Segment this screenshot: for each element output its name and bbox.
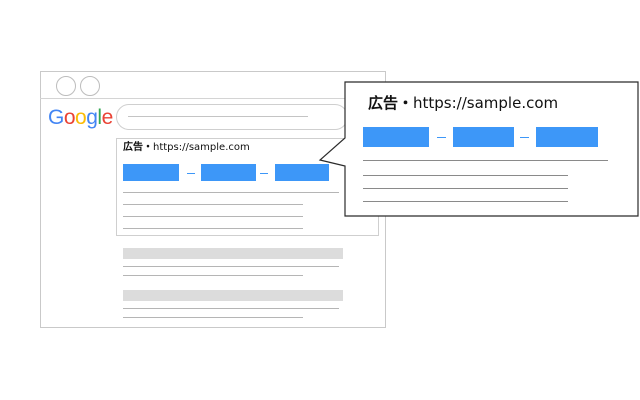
logo-letter: e [101,106,114,129]
zoomed-headline-separator [520,137,529,138]
headline-separator [187,173,195,174]
browser-titlebar-divider [40,98,386,99]
zoomed-headline-block[interactable] [453,127,514,147]
organic-result-line [123,275,303,276]
ad-label: 広告・ [123,142,153,153]
ad-description-line [123,216,303,217]
zoomed-ad-label: 広告・ [368,94,414,112]
ad-divider-line [123,192,339,193]
logo-letter: g [86,106,98,129]
window-control-circle[interactable] [80,76,100,96]
organic-result-title[interactable] [123,290,343,301]
organic-result-line [123,308,339,309]
ad-url-line: 広告・https://sample.com [123,141,250,155]
zoomed-divider-line [363,160,608,161]
ad-description-line [123,228,303,229]
ad-url[interactable]: https://sample.com [153,142,250,153]
logo-letter: l [97,106,102,129]
zoomed-description-line [363,201,568,202]
zoomed-description-line [363,175,568,176]
search-query-placeholder [128,116,308,117]
logo-letter: o [63,106,76,129]
zoomed-headline-block[interactable] [363,127,429,147]
zoomed-headline-separator [437,137,446,138]
window-control-circle[interactable] [56,76,76,96]
zoomed-headline-block[interactable] [536,127,598,147]
organic-result-line [123,317,303,318]
google-logo: Google [48,105,113,131]
organic-result-line [123,266,339,267]
logo-letter: G [48,106,64,129]
ad-headline-block[interactable] [201,164,256,181]
logo-letter: o [75,106,87,129]
zoomed-description-line [363,188,568,189]
headline-separator [260,173,268,174]
zoomed-ad-url[interactable]: https://sample.com [413,94,559,112]
organic-result-title[interactable] [123,248,343,259]
zoomed-ad-url-line: 広告・https://sample.com [368,92,558,114]
ad-description-line [123,204,303,205]
ad-headline-block[interactable] [275,164,329,181]
ad-headline-block[interactable] [123,164,179,181]
